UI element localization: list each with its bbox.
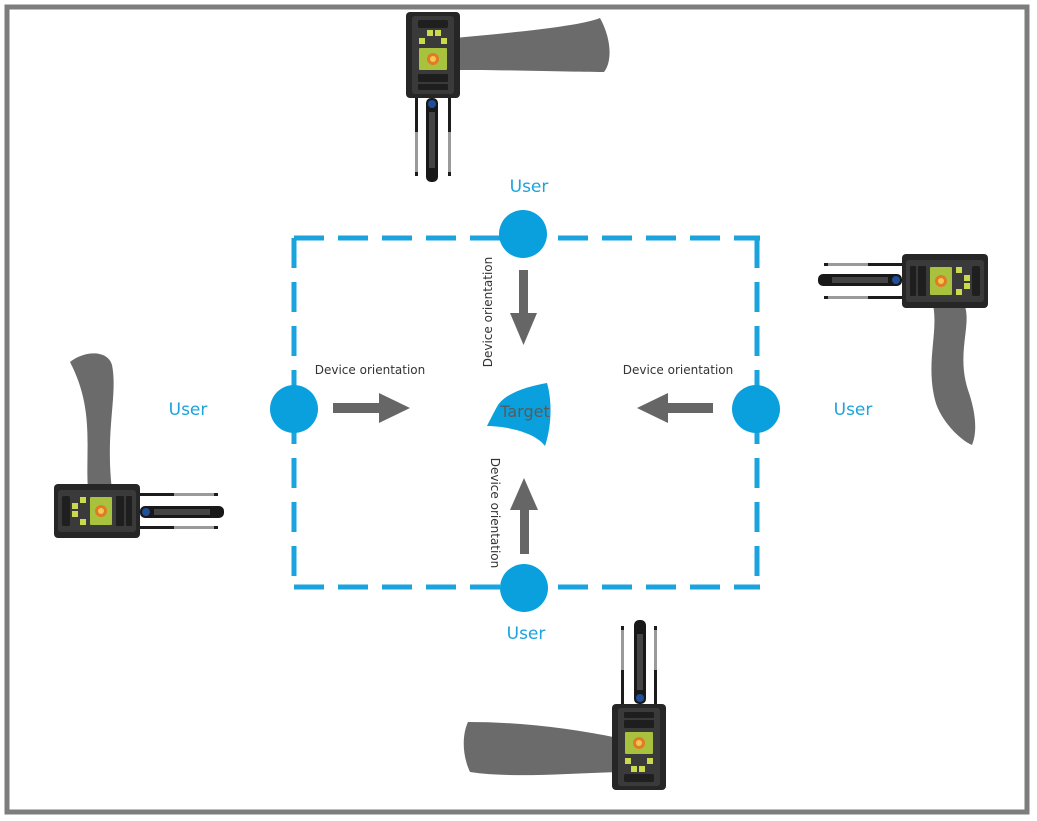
orientation-label-bottom: Device orientation xyxy=(488,458,502,569)
hand-arm-icon xyxy=(70,353,114,490)
hand-arm-icon xyxy=(931,300,976,445)
user-position-bottom xyxy=(500,564,548,612)
user-label-left: User xyxy=(169,400,208,420)
user-label-bottom: User xyxy=(507,624,546,644)
orientation-label-left: Device orientation xyxy=(315,363,426,377)
hand-arm-icon xyxy=(463,722,618,776)
arrow-left-icon xyxy=(637,393,713,423)
user-label-right: User xyxy=(834,400,873,420)
arrow-right-icon xyxy=(333,393,410,423)
arrow-up-icon xyxy=(510,478,538,554)
arrow-down-icon xyxy=(510,270,537,345)
user-label-top: User xyxy=(510,177,549,197)
radar-detector-icon xyxy=(406,12,460,182)
radar-detector-icon xyxy=(612,620,666,790)
orientation-label-right: Device orientation xyxy=(623,363,734,377)
orientation-label-top: Device orientation xyxy=(481,257,495,368)
user-position-left xyxy=(270,385,318,433)
user-position-right xyxy=(732,385,780,433)
radar-detector-icon xyxy=(818,254,988,308)
target-shape xyxy=(487,383,551,446)
target-label: Target xyxy=(499,402,550,421)
radar-detector-icon xyxy=(54,484,224,538)
user-position-top xyxy=(499,210,547,258)
hand-arm-icon xyxy=(455,18,610,72)
outer-frame xyxy=(4,4,1030,815)
